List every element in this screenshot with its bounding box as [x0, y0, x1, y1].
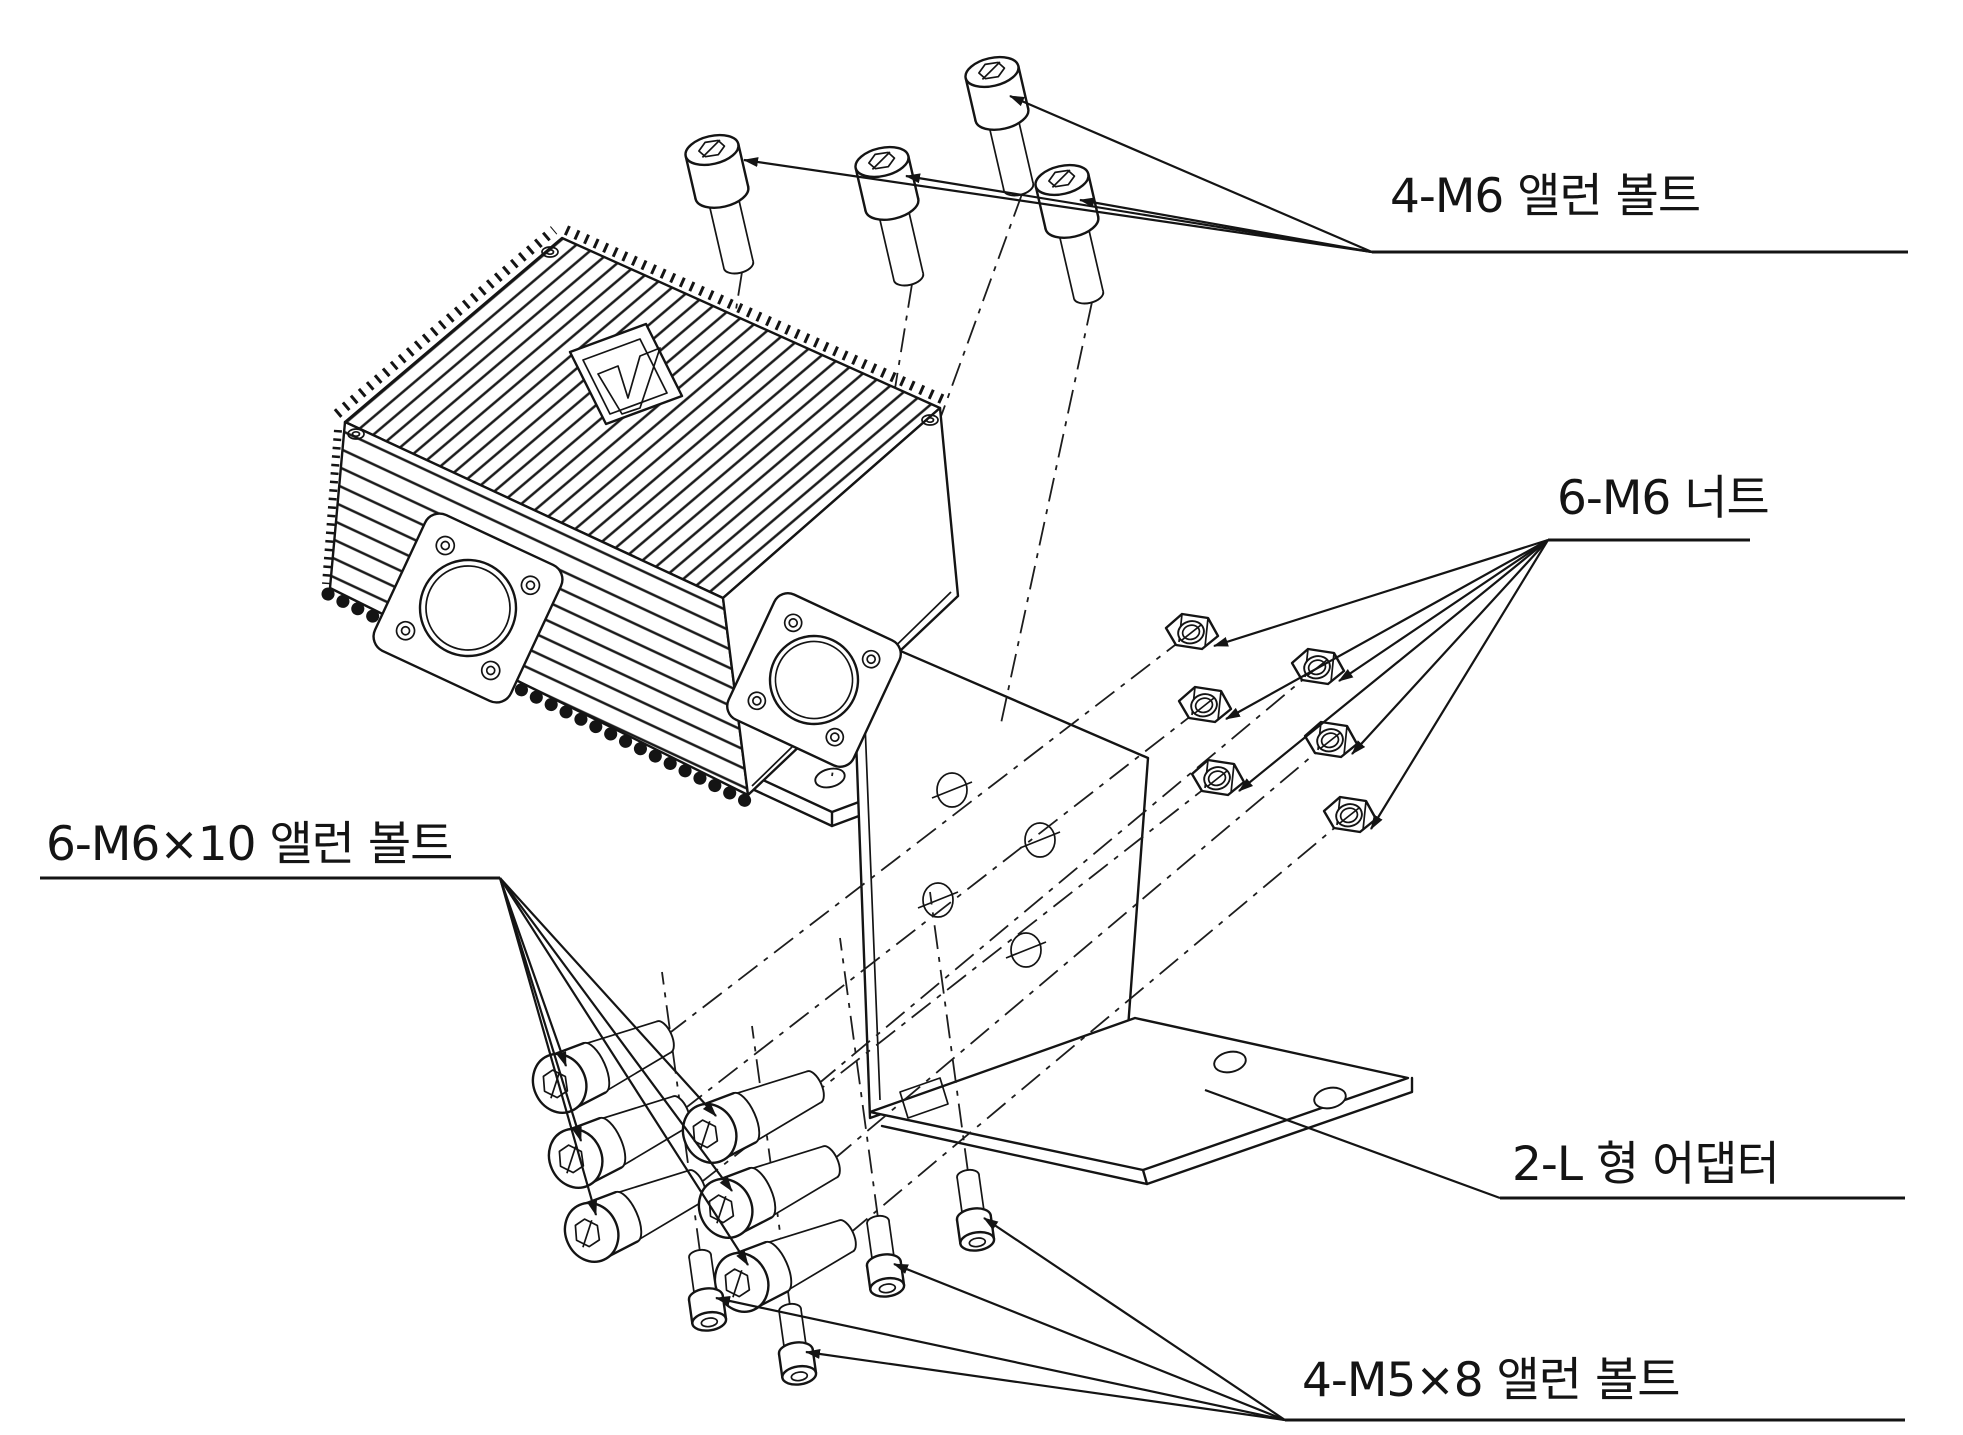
- label-m6-nuts: 6-M6 너트: [1557, 471, 1769, 526]
- base-flange-tab: [899, 1077, 949, 1119]
- m6-allen-bolt: [851, 141, 938, 293]
- leader-lines-m6-allen-bolts: [743, 94, 1373, 254]
- m5x8-allen-bolt: [949, 1166, 997, 1254]
- leader-line-l-adapter: [1204, 1088, 1501, 1200]
- m6-allen-bolt: [681, 129, 768, 281]
- label-m5x8-allen-bolts: 4-M5×8 앨런 볼트: [1302, 1353, 1679, 1408]
- part-labels: 4-M6 앨런 볼트 6-M6 너트 6-M6×10 앨런 볼트 2-L 형 어…: [40, 169, 1908, 1422]
- m6-allen-bolts-group: [681, 51, 1118, 311]
- device-unit: [321, 225, 960, 808]
- leader-lines-m6-nuts: [1213, 538, 1549, 830]
- device-corner-mount-holes: [347, 246, 939, 440]
- label-m6-allen-bolts: 4-M6 앨런 볼트: [1390, 169, 1700, 224]
- m6-allen-bolt: [1031, 159, 1118, 311]
- m6-nut: [1177, 685, 1233, 724]
- leader-lines-m5x8-bolts: [715, 1217, 1286, 1422]
- connector-port-left: [372, 512, 564, 704]
- vertical-plate-holes: [917, 772, 1061, 968]
- label-m6x10-allen-bolts: 6-M6×10 앨런 볼트: [46, 817, 452, 872]
- vendor-logo-icon: [568, 322, 684, 426]
- label-l-adapter: 2-L 형 어댑터: [1512, 1137, 1779, 1192]
- l-adapter-base-flange: [868, 1016, 1414, 1186]
- m6-nut: [1303, 720, 1359, 759]
- connector-port-right: [726, 592, 902, 768]
- m6-nut: [1322, 795, 1378, 834]
- m6-nuts-group: [1164, 612, 1378, 834]
- leader-lines-m6x10-bolts: [498, 877, 749, 1266]
- m6-nut: [1164, 612, 1220, 651]
- m6-allen-bolt: [961, 51, 1048, 203]
- m5x8-allen-bolt: [859, 1212, 907, 1300]
